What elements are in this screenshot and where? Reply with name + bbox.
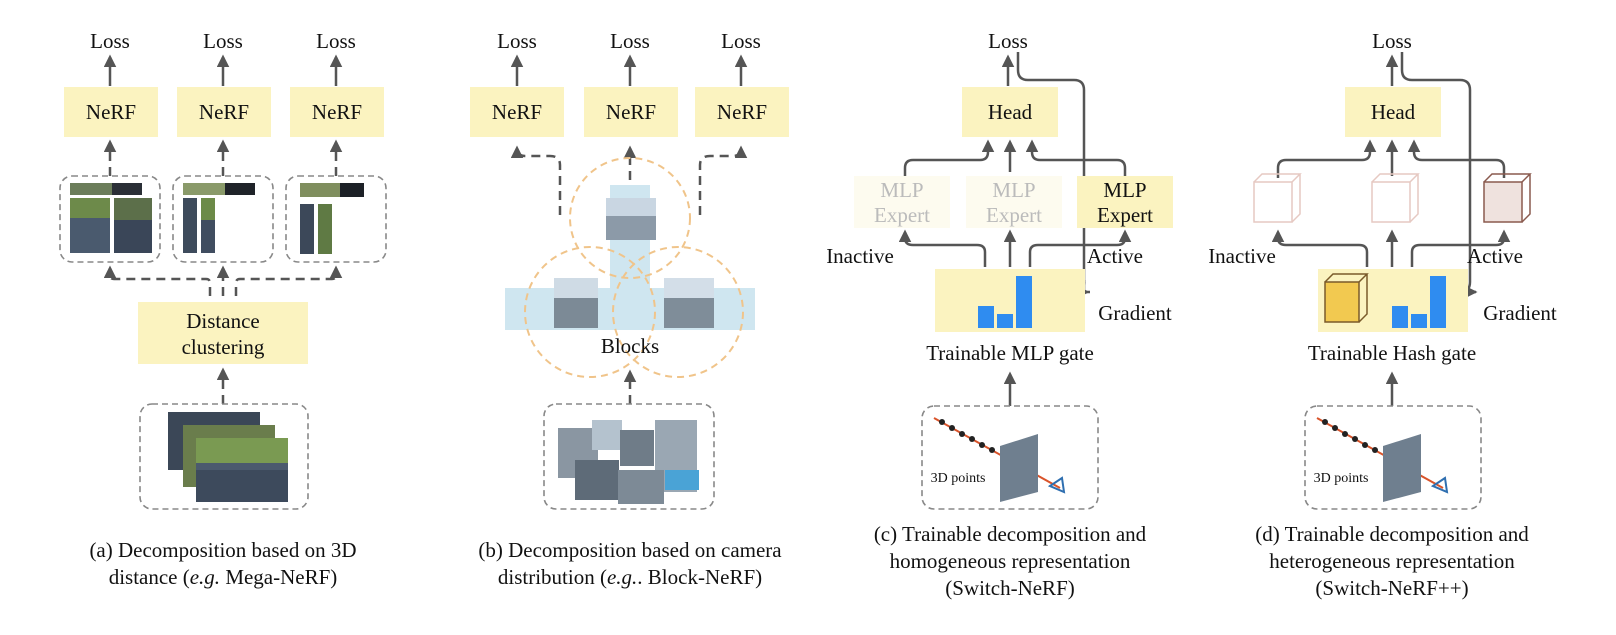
sample-points bbox=[939, 419, 995, 453]
nerf-label: NeRF bbox=[606, 100, 656, 124]
caption-line1: (c) Trainable decomposition and bbox=[874, 522, 1147, 546]
cluster-image-group bbox=[59, 175, 161, 263]
loss-label: Loss bbox=[721, 29, 761, 53]
caption-line2: distance (e.g. Mega-NeRF) bbox=[109, 565, 338, 589]
caption-line3: (Switch-NeRF) bbox=[945, 576, 1075, 600]
loss-label: Loss bbox=[1372, 29, 1412, 53]
gradient-label: Gradient bbox=[1483, 301, 1557, 325]
expert-label: Expert bbox=[874, 203, 930, 227]
loss-label: Loss bbox=[316, 29, 356, 53]
gate-label: Trainable Hash gate bbox=[1308, 341, 1476, 365]
inactive-label: Inactive bbox=[826, 244, 894, 268]
loss-label: Loss bbox=[988, 29, 1028, 53]
distance-clustering-box bbox=[138, 302, 308, 364]
active-label: Active bbox=[1467, 244, 1523, 268]
blocks-label: Blocks bbox=[601, 334, 659, 358]
image-plane bbox=[1000, 434, 1038, 502]
panel-b: Loss Loss Loss NeRF NeRF NeRF Blocks bbox=[470, 29, 789, 589]
caption-line1: (a) Decomposition based on 3D bbox=[89, 538, 356, 562]
road-horizontal bbox=[505, 288, 755, 330]
mlp-expert-active bbox=[1077, 176, 1173, 228]
aerial-thumbnail bbox=[183, 183, 255, 253]
expert-label: MLP bbox=[992, 178, 1035, 202]
caption-line2: homogeneous representation bbox=[890, 549, 1131, 573]
gate-bar bbox=[997, 314, 1013, 328]
camera-icon bbox=[1430, 476, 1449, 494]
gate-bar bbox=[1411, 314, 1427, 328]
block-circle bbox=[569, 157, 691, 279]
input-image-group bbox=[139, 403, 309, 510]
nerf-label: NeRF bbox=[199, 100, 249, 124]
caption-line3: (Switch-NeRF++) bbox=[1315, 576, 1468, 600]
camera-icon bbox=[1047, 476, 1066, 494]
panel-a: Loss Loss Loss NeRF NeRF NeRF bbox=[59, 29, 387, 589]
nerf-label: NeRF bbox=[717, 100, 767, 124]
hash-grid-expert-inactive bbox=[1253, 173, 1302, 223]
expert-label: MLP bbox=[880, 178, 923, 202]
caption-line2: distribution (e.g.. Block-NeRF) bbox=[498, 565, 762, 589]
cluster-image-group bbox=[285, 175, 387, 263]
hash-cube-icon bbox=[1324, 273, 1369, 323]
mlp-expert-inactive bbox=[966, 176, 1062, 228]
nerf-box bbox=[470, 87, 564, 137]
loss-label: Loss bbox=[203, 29, 243, 53]
gate-bar bbox=[1016, 276, 1032, 328]
hash-grid-expert-inactive bbox=[1371, 173, 1420, 223]
loss-label: Loss bbox=[497, 29, 537, 53]
expert-label: Expert bbox=[1097, 203, 1153, 227]
gradient-label: Gradient bbox=[1098, 301, 1172, 325]
nerf-label: NeRF bbox=[492, 100, 542, 124]
camera-ray bbox=[933, 417, 1061, 489]
nerf-box bbox=[584, 87, 678, 137]
caption-line2: heterogeneous representation bbox=[1269, 549, 1515, 573]
block-circle bbox=[524, 246, 656, 378]
input-image-group bbox=[543, 403, 715, 510]
nerf-label: NeRF bbox=[312, 100, 362, 124]
mlp-expert-inactive bbox=[854, 176, 950, 228]
head-box bbox=[962, 87, 1058, 137]
points-input-box bbox=[1304, 405, 1482, 510]
camera-ray bbox=[1316, 417, 1444, 489]
nerf-box bbox=[695, 87, 789, 137]
image-plane bbox=[1383, 434, 1421, 502]
caption-line1: (b) Decomposition based on camera bbox=[478, 538, 782, 562]
head-label: Head bbox=[1371, 100, 1416, 124]
points-label: 3D points bbox=[931, 471, 986, 486]
clustering-label-line2: clustering bbox=[182, 335, 265, 359]
nerf-label: NeRF bbox=[86, 100, 136, 124]
cluster-image-group bbox=[172, 175, 274, 263]
inactive-label: Inactive bbox=[1208, 244, 1276, 268]
nerf-box bbox=[290, 87, 384, 137]
panel-d: Loss Head Inactive Active bbox=[1208, 29, 1557, 600]
points-label: 3D points bbox=[1314, 471, 1369, 486]
points-input-box bbox=[921, 405, 1099, 510]
nerf-box bbox=[177, 87, 271, 137]
block-circle bbox=[612, 246, 744, 378]
nerf-box bbox=[64, 87, 158, 137]
gate-bar bbox=[978, 306, 994, 328]
loss-label: Loss bbox=[90, 29, 130, 53]
loss-label: Loss bbox=[610, 29, 650, 53]
head-label: Head bbox=[988, 100, 1033, 124]
aerial-thumbnail bbox=[300, 183, 364, 254]
panel-c: Loss Head MLP Expert MLP Expert MLP Expe… bbox=[826, 29, 1173, 600]
gate-label: Trainable MLP gate bbox=[926, 341, 1094, 365]
expert-label: Expert bbox=[986, 203, 1042, 227]
gate-bar bbox=[1430, 276, 1446, 328]
sample-points bbox=[1322, 419, 1378, 453]
active-label: Active bbox=[1087, 244, 1143, 268]
head-box bbox=[1345, 87, 1441, 137]
gate-bar bbox=[1392, 306, 1408, 328]
expert-label: MLP bbox=[1103, 178, 1146, 202]
aerial-thumbnail bbox=[70, 183, 152, 253]
caption-line1: (d) Trainable decomposition and bbox=[1255, 522, 1529, 546]
hash-grid-expert-active bbox=[1483, 173, 1532, 223]
street-input-collage bbox=[558, 420, 699, 504]
aerial-input-stack bbox=[168, 412, 288, 502]
clustering-label-line1: Distance bbox=[186, 309, 259, 333]
